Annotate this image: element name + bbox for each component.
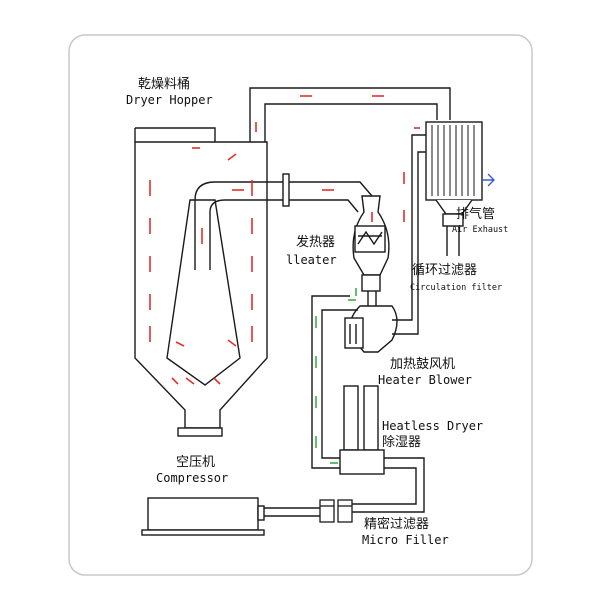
compressor-label-zh: 空压机 (176, 455, 215, 470)
heater-supply-duct (194, 173, 373, 270)
micro-filter (319, 499, 353, 523)
compressed-air-line (262, 457, 425, 517)
return-duct (249, 87, 451, 142)
dryer-hopper-label-en: Dryer Hopper (126, 93, 213, 107)
heater-blower (344, 305, 398, 353)
dryer-hopper (134, 127, 268, 437)
air-exhaust-label-zh: 排气管 (456, 206, 495, 222)
heatless-dryer-label-zh: 除湿器 (382, 435, 421, 450)
dryer-hopper-label-zh: 乾燥料桶 (138, 77, 190, 92)
circulation-return-line (392, 134, 426, 335)
circulation-filter-label-en: Circulation filter (410, 283, 502, 293)
hot-air-flow-arrows (149, 95, 420, 385)
dry-air-flow-arrows (315, 288, 357, 464)
heater-label-en: lleater (286, 253, 337, 267)
micro-filter-label-en: Micro Filler (362, 533, 449, 547)
heater-blower-label-en: Heater Blower (378, 373, 472, 387)
heatless-dryer (339, 385, 385, 475)
circulation-filter (425, 121, 495, 256)
compressor (141, 497, 265, 536)
compressor-label-en: Compressor (156, 471, 228, 485)
circulation-filter-label-zh: 循环过滤器 (412, 263, 477, 278)
heater-label-zh: 发热器 (296, 234, 335, 250)
heater (352, 195, 390, 292)
dry-air-line (311, 295, 358, 469)
heater-blower-label-zh: 加热鼓风机 (390, 357, 455, 372)
micro-filter-label-zh: 精密过滤器 (364, 516, 429, 532)
air-exhaust-label-en: Air Exhaust (452, 225, 508, 235)
heatless-dryer-label-en: Heatless Dryer (382, 419, 483, 433)
diagram-frame (68, 34, 533, 576)
